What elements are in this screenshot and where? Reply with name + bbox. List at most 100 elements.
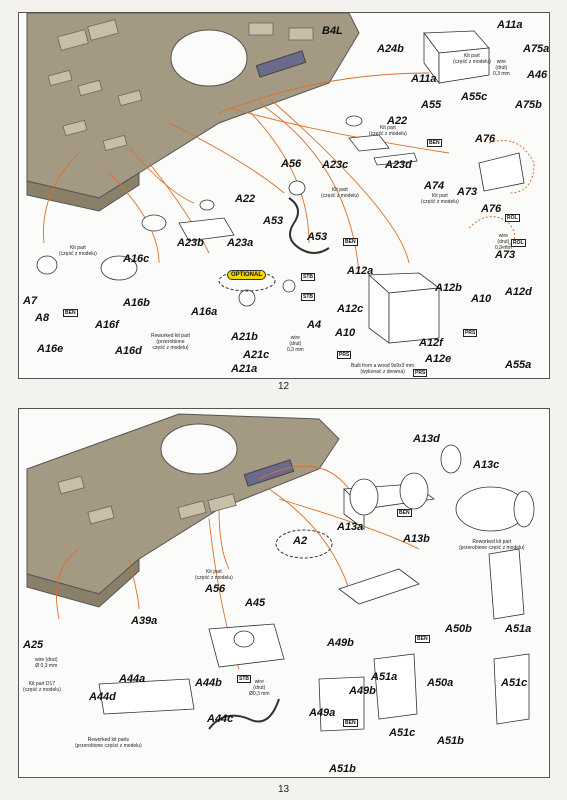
note-reworked-a16d: Reworked kit part (przerobione część z m… <box>151 333 190 351</box>
label-a56: A56 <box>205 583 226 595</box>
tag-prs-3: PRS <box>413 369 428 377</box>
note-kit-part-a56: Kit part (część z modelu) <box>321 187 359 199</box>
label-a53b: A53 <box>307 231 328 243</box>
note-kit-part-a22: Kit part (część z modelu) <box>369 125 407 137</box>
tag-rol-a73: ROL <box>511 239 526 247</box>
page-number-12: 12 <box>278 381 290 392</box>
note-wire-a25: wire (drut) Ø 0,3 mm <box>35 657 58 669</box>
label-b4l: B4L <box>322 25 343 37</box>
label-a49b: A49b <box>327 637 354 649</box>
label-a21b: A21b <box>231 331 258 343</box>
label-a16c: A16c <box>123 253 150 265</box>
label-a16b: A16b <box>123 297 150 309</box>
label-a50b: A50b <box>445 623 472 635</box>
engine-grille <box>255 50 307 78</box>
tag-ben-a53: BEN <box>343 238 358 246</box>
note-wire-a44b: wire (drut) Ø0,3 mm <box>249 679 270 697</box>
label-a22: A22 <box>235 193 256 205</box>
note-wire-a21: wire (drut) 0,3 mm <box>287 335 304 353</box>
note-built-from-wood: Built from a wood 9x9x3 mm (wykonać z dr… <box>351 363 415 375</box>
label-a44b: A44b <box>195 677 222 689</box>
label-a16e: A16e <box>37 343 64 355</box>
label-a12c: A12c <box>337 303 364 315</box>
tag-ben-bottom-3: BEN <box>343 719 358 727</box>
optional-circle <box>218 270 276 292</box>
note-wire-a73: wire (drut) 0,3 mm <box>495 233 512 251</box>
label-a10: A10 <box>471 293 492 305</box>
label-a23a: A23a <box>227 237 254 249</box>
label-a13a: A13a <box>337 521 364 533</box>
label-a13c: A13c <box>473 459 500 471</box>
label-a46: A46 <box>527 69 548 81</box>
top-diagram <box>26 13 535 344</box>
note-wire-a75: wire (drut) 0,3 mm <box>493 59 510 77</box>
label-a53: A53 <box>263 215 284 227</box>
label-a55a: A55a <box>505 359 532 371</box>
label-a2: A2 <box>293 535 308 547</box>
tag-stb-bottom: STB <box>237 675 251 683</box>
label-a8: A8 <box>35 312 50 324</box>
label-a75b: A75b <box>515 99 542 111</box>
label-a76b: A76 <box>481 203 502 215</box>
tag-prs-1: PRS <box>463 329 478 337</box>
bottom-diagram <box>26 413 535 732</box>
label-a51c: A51c <box>501 677 528 689</box>
hull-side-bottom <box>26 557 140 608</box>
label-a45: A45 <box>245 597 266 609</box>
label-a23d: A23d <box>385 159 412 171</box>
label-a44a: A44a <box>119 673 146 685</box>
assembly-panel-bottom: A13d A13c A13a A13b A2 A56 A39a A45 A50b… <box>18 408 550 778</box>
label-a51c-bot: A51c <box>389 727 416 739</box>
label-a51b-bot: A51b <box>329 763 356 775</box>
tag-rol-a76: ROL <box>505 214 520 222</box>
note-kit-part-a56-bottom: Kit part (część z modelu) <box>195 569 233 581</box>
label-a51b: A51b <box>437 735 464 747</box>
label-a23c: A23c <box>322 159 349 171</box>
label-a21a: A21a <box>231 363 258 375</box>
label-a12f: A12f <box>419 337 443 349</box>
label-a16d: A16d <box>115 345 142 357</box>
label-a7: A7 <box>23 295 38 307</box>
label-a24b: A24b <box>377 43 404 55</box>
callout-circle-a2 <box>275 529 333 559</box>
note-reworked-a13c: Reworked kit part (przerobione część z m… <box>459 539 525 551</box>
tag-ben-a8: BEN <box>63 309 78 317</box>
label-a21c: A21c <box>243 349 270 361</box>
label-a13d: A13d <box>413 433 440 445</box>
label-a75a: A75a <box>523 43 550 55</box>
label-a44d: A44d <box>89 691 116 703</box>
label-a56: A56 <box>281 158 302 170</box>
note-kit-part-a74: Kit part (część z modelu) <box>421 193 459 205</box>
label-a55c: A55c <box>461 91 488 103</box>
label-a55: A55 <box>421 99 442 111</box>
assembly-panel-top: OPTIONAL B4L A24b A11a A75a A46 A11a A55… <box>18 12 550 379</box>
label-a11a: A11a <box>411 73 437 85</box>
label-a16a: A16a <box>191 306 218 318</box>
label-a12e: A12e <box>425 353 452 365</box>
turret-ring <box>170 29 248 87</box>
label-a11a-top: A11a <box>497 19 523 31</box>
label-a39a: A39a <box>131 615 158 627</box>
label-a4: A4 <box>307 319 322 331</box>
label-a44c: A44c <box>207 713 234 725</box>
tag-ben-bottom-2: BEN <box>415 635 430 643</box>
label-a76: A76 <box>475 133 496 145</box>
label-a73: A73 <box>457 186 478 198</box>
note-kit-part-a7: Kit part (część z modelu) <box>59 245 97 257</box>
label-a51a-mid: A51a <box>371 671 398 683</box>
label-a74: A74 <box>424 180 445 192</box>
page-number-13: 13 <box>278 784 290 795</box>
tag-stb-1: STB <box>301 273 315 281</box>
note-kit-part-a11a: Kit part (część z modelu) <box>453 53 491 65</box>
note-kit-part-d17: Kit part D17 (część z modelu) <box>23 681 61 693</box>
tag-stb-2: STB <box>301 293 315 301</box>
label-a51a: A51a <box>505 623 532 635</box>
label-a13b: A13b <box>403 533 430 545</box>
label-a73b: A73 <box>495 249 516 261</box>
hull-side <box>26 172 140 212</box>
label-a22-top: A22 <box>387 115 408 127</box>
label-a12b: A12b <box>435 282 462 294</box>
note-reworked-a44d: Reworked kit parts (przerobione części z… <box>75 737 142 749</box>
optional-badge: OPTIONAL <box>227 270 266 280</box>
turret-ring-bottom <box>160 423 238 475</box>
